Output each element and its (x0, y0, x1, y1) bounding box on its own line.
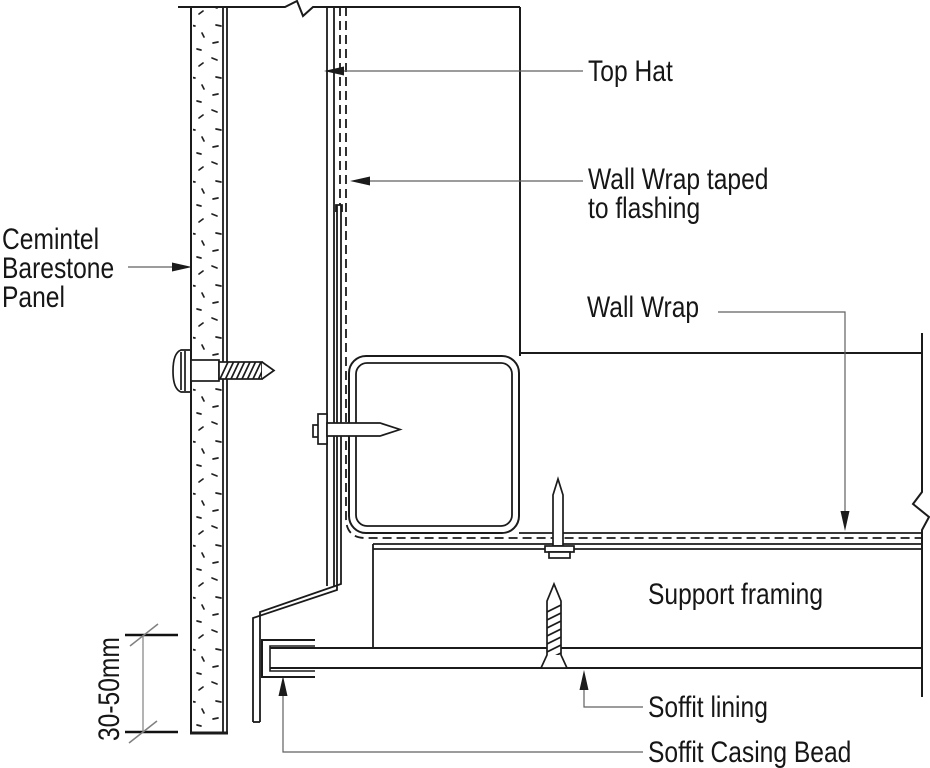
soffit-lining-board (270, 647, 922, 669)
arrow-up-icon (278, 676, 288, 696)
label-support-framing: Support framing (648, 578, 824, 611)
wall-wrap-leader (718, 311, 846, 515)
screw-thread-hatch (219, 362, 262, 379)
screw-thread-hatch (547, 604, 561, 655)
label-soffit-casing-bead: Soffit Casing Bead (648, 736, 852, 768)
top-hat-fixing-screw (312, 413, 403, 445)
right-cut-line-with-break (911, 333, 930, 697)
flashing (252, 204, 343, 723)
label-cemintel-barestone-panel: Cemintel Barestone Panel (2, 223, 115, 314)
top-hat (326, 7, 335, 586)
label-top-hat: Top Hat (588, 55, 673, 88)
leader-arrowheads (172, 66, 850, 696)
arrow-left-icon (324, 66, 344, 76)
label-wall-wrap-taped: Wall Wrap taped to flashing (588, 163, 769, 225)
wall-wrap-dashed-lines (339, 7, 922, 539)
arrow-up-icon (579, 670, 589, 690)
casing-bead-leader (282, 692, 643, 753)
leader-lines (128, 70, 846, 753)
soffit-lining-leader (583, 686, 643, 708)
arrow-down-icon (840, 511, 850, 531)
label-wall-wrap: Wall Wrap (587, 291, 700, 324)
dimension-tick-bottom (128, 720, 158, 744)
soffit-casing-bead-profile (261, 639, 315, 678)
top-cut-line-with-break (178, 0, 520, 18)
dimension-tick-top (129, 623, 159, 647)
dimension-30-50 (125, 623, 178, 744)
horizontal-flashing-band (373, 532, 922, 550)
shs-steel-section (348, 355, 520, 534)
soffit-lining-screw (539, 581, 569, 669)
flashing-rivet (544, 476, 575, 559)
arrow-left-icon (350, 176, 370, 186)
label-soffit-lining: Soffit lining (648, 691, 768, 724)
arrow-right-icon (172, 262, 192, 272)
label-dimension-30-50mm: 30-50mm (93, 637, 126, 741)
panel-fixing-screw (172, 349, 276, 393)
